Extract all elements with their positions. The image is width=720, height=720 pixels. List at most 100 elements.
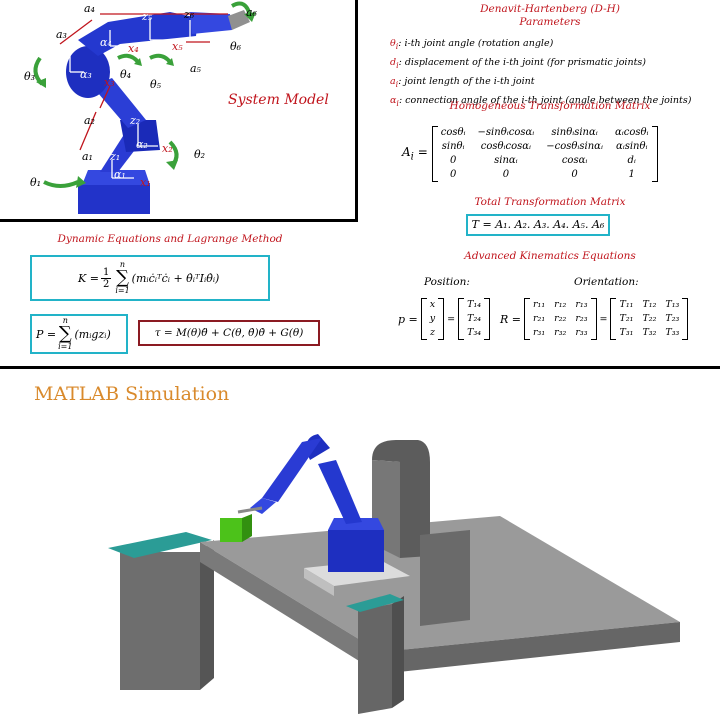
transform-submatrix: T₁₁ T₁₂ T₁₃ T₂₁ T₂₂ T₂₃ T₃₁ T₃₂ T₃₃: [610, 298, 689, 340]
matrix-cell: T₂₃: [665, 313, 680, 324]
matrix-cell: cosθᵢ: [440, 127, 466, 138]
matrix-cell: −cosθᵢsinαᵢ: [546, 141, 603, 152]
matrix-cell: T₃₃: [665, 327, 680, 338]
advanced-title: Advanced Kinematics Equations: [464, 250, 636, 262]
matrix-cell: 0: [449, 169, 457, 180]
matrix-cell: sinαᵢ: [494, 155, 518, 166]
matrix-cell: r₂₂: [554, 313, 567, 324]
matrix-cell: r₃₃: [575, 327, 588, 338]
matrix-cell: T₁₁: [619, 299, 634, 310]
vector-cell: T₂₄: [467, 313, 482, 324]
matrix-cell: cosαᵢ: [561, 155, 588, 166]
matrix-cell: T₃₁: [619, 327, 634, 338]
homogeneous-matrix-equation: Ai = cosθᵢ −sinθᵢcosαᵢ sinθᵢsinαᵢ αᵢcosθ…: [402, 126, 658, 182]
dh-symbol: θ: [390, 38, 396, 49]
joint-label: θ₄: [120, 68, 131, 81]
joint-label: z₃: [57, 44, 68, 57]
matrix-cell: sinθᵢsinαᵢ: [551, 127, 598, 138]
joint-label: x₅: [172, 40, 183, 53]
robot-arm-model: a₄ z₅ z₆ a₆ a₃ α₄ x₄ θ₆ θ₃ z₃ α₃ x₃ θ₄ θ…: [24, 1, 258, 214]
dh-definition-row: di: displacement of the i-th joint (for …: [390, 56, 646, 70]
orientation-lhs: R =: [500, 312, 521, 326]
vector-cell: z: [429, 327, 435, 338]
total-equation-box: T = A₁. A₂. A₃. A₄. A₅. A₆: [466, 214, 610, 236]
dh-definition-row: ai: joint length of the i-th joint: [390, 75, 535, 89]
matrix-cell: r₁₃: [575, 299, 588, 310]
matrix-cell: T₂₁: [619, 313, 634, 324]
joint-label: z₂: [129, 114, 140, 127]
total-equation: T = A₁. A₂. A₃. A₄. A₅. A₆: [471, 218, 605, 231]
joint-label: x₃: [104, 76, 115, 89]
rotation-matrix: r₁₁ r₁₂ r₁₃ r₂₁ r₂₂ r₂₃ r₃₁ r₃₂ r₃₃: [524, 298, 597, 340]
matrix-cell: αᵢcosθᵢ: [614, 127, 649, 138]
green-tool: [220, 518, 242, 542]
joint-label: θ₅: [150, 78, 162, 91]
total-title: Total Transformation Matrix: [474, 196, 626, 208]
section-divider: [0, 366, 720, 369]
left-pad: [108, 532, 212, 558]
potential-body: (mᵢgzᵢ): [74, 327, 111, 341]
orientation-equation: R = r₁₁ r₁₂ r₁₃ r₂₁ r₂₂ r₂₃ r₃₁ r₃₂ r₃₃ …: [500, 298, 689, 340]
matrix-cell: 1: [628, 169, 635, 180]
joint-label: z₅: [141, 10, 153, 23]
dh-symbol: α: [390, 94, 397, 106]
matrix-cell: αᵢsinθᵢ: [615, 141, 648, 152]
dh-symbol: a: [390, 75, 396, 87]
joint-label: θ₁: [30, 176, 41, 189]
orientation-label: Orientation:: [574, 276, 639, 288]
position-rhs-vector: T₁₄ T₂₄ T₃₄: [458, 298, 491, 340]
joint-label: a₄: [84, 2, 95, 15]
dh-title-line2: Parameters: [519, 16, 581, 28]
kinetic-lhs: K =: [78, 271, 99, 285]
matrix-cell: r₂₃: [575, 313, 588, 324]
simulation-title: MATLAB Simulation: [34, 383, 230, 405]
matrix-cell: sinθᵢ: [441, 141, 465, 152]
position-label: Position:: [424, 276, 470, 288]
dh-symbol: d: [390, 56, 397, 68]
joint-label: a₂: [84, 114, 95, 127]
kinetic-fraction: 1 2: [100, 266, 112, 290]
vector-cell: y: [429, 313, 436, 324]
potential-lhs: P =: [36, 327, 57, 341]
joint-label: a₆: [246, 6, 258, 19]
matrix-cell: r₂₁: [533, 313, 546, 324]
homogeneous-lhs: Ai =: [402, 145, 428, 163]
dh-definitions: θi: i-th joint angle (rotation angle) di…: [390, 36, 691, 112]
joint-label: x₂: [162, 142, 173, 155]
joint-label: a₅: [190, 62, 202, 75]
sum-operator: n ∑ i=1: [58, 316, 73, 351]
matrix-bracket: [651, 126, 658, 182]
joint-label: α₃: [80, 68, 92, 81]
position-equation: p = x y z = T₁₄ T₂₄ T₃₄: [398, 298, 491, 340]
joint-label: x₁: [140, 176, 151, 189]
matrix-bracket: [431, 126, 438, 182]
vector-cell: x: [429, 299, 436, 310]
matrix-cell: 0: [571, 169, 578, 180]
system-model-panel: a₄ z₅ z₆ a₆ a₃ α₄ x₄ θ₆ θ₃ z₃ α₃ x₃ θ₄ θ…: [0, 0, 358, 222]
dh-definition-row: θi: i-th joint angle (rotation angle): [390, 38, 554, 51]
matrix-cell: 0: [449, 155, 457, 166]
system-model-label: System Model: [228, 92, 329, 108]
joint-label: a₃: [56, 28, 67, 41]
simulation-scene: [108, 434, 680, 714]
joint-label: α₁: [114, 168, 126, 181]
joint-label: θ₂: [194, 148, 205, 161]
kinetic-energy-box: K = 1 2 n ∑ i=1 (mᵢċᵢᵀċᵢ + θ̇ᵢᵀIᵢθ̇ᵢ): [30, 255, 270, 301]
kinetic-body: (mᵢċᵢᵀċᵢ + θ̇ᵢᵀIᵢθ̇ᵢ): [131, 271, 220, 285]
matrix-cell: T₁₂: [642, 299, 657, 310]
matrix-cell: r₁₁: [533, 299, 546, 310]
dynamics-title: Dynamic Equations and Lagrange Method: [57, 233, 283, 245]
position-lhs: p =: [398, 312, 418, 326]
matrix-cell: T₂₂: [642, 313, 657, 324]
dh-definition-row: αi: connection angle of the i-th joint (…: [390, 94, 692, 108]
matrix-cell: 0: [502, 169, 510, 180]
torque-equation: τ = M(θ)θ̈ + C(θ, θ̇)θ̇ + G(θ): [154, 327, 304, 339]
potential-energy-box: P = n ∑ i=1 (mᵢgzᵢ): [30, 314, 128, 354]
matrix-cell: r₁₂: [554, 299, 567, 310]
sum-operator: n ∑ i=1: [115, 260, 130, 295]
matrix-cell: T₁₃: [665, 299, 680, 310]
joint-label: z₆: [183, 8, 195, 21]
dh-title: Denavit-Hartenberg (D-H) Parameters: [390, 3, 710, 29]
dh-title-line1: Denavit-Hartenberg (D-H): [480, 3, 620, 15]
joint-label: a₁: [82, 150, 93, 163]
